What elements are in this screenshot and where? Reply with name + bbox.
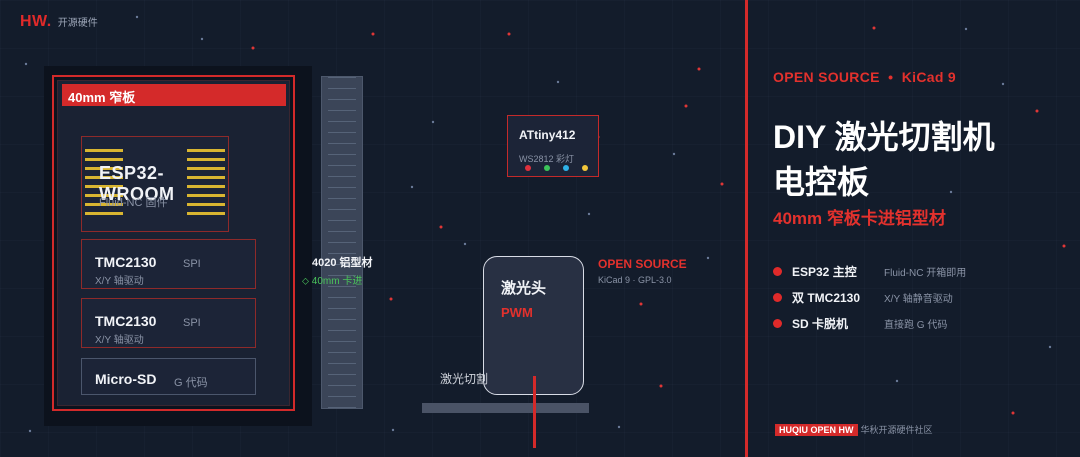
led-yellow (582, 165, 588, 171)
laser-beam (533, 376, 536, 448)
subheadline: 40mm 窄板卡进铝型材 (773, 209, 946, 228)
feature-name: ESP32 主控 (792, 265, 857, 279)
feature-name: 双 TMC2130 (792, 291, 861, 305)
rail-label: 4020 铝型材 (312, 257, 373, 269)
module-name: Micro-SD (95, 371, 157, 387)
esp32-firmware: Fluid-NC 固件 (99, 197, 168, 209)
board-outline (52, 75, 295, 411)
tmc2130-module-2: TMC2130 SPI X/Y 轴驱动 (81, 298, 256, 348)
feature-item: 双 TMC2130 X/Y 轴静音驱动 (773, 289, 953, 306)
attiny-name: ATtiny412 (519, 128, 576, 142)
module-tag: SPI (183, 317, 201, 329)
feature-item: ESP32 主控 Fluid-NC 开箱即用 (773, 263, 966, 280)
module-desc: X/Y 轴驱动 (95, 276, 144, 287)
laser-pwm-label: PWM (501, 305, 533, 320)
aluminum-rail (321, 76, 363, 409)
led-blue (563, 165, 569, 171)
led-red (525, 165, 531, 171)
bullet-icon (773, 267, 782, 276)
footer-tag: HUQIU OPEN HW (775, 423, 858, 436)
bullet-icon (773, 319, 782, 328)
license-label: KiCad 9 · GPL-3.0 (598, 275, 672, 285)
kicker: OPEN SOURCE • KiCad 9 (773, 69, 956, 85)
feature-desc: X/Y 轴静音驱动 (884, 294, 953, 305)
footer-text: 华秋开源硬件社区 (860, 425, 933, 435)
esp32-module: ESP32-WROOM Fluid-NC 固件 (81, 136, 229, 232)
esp32-pins-right (187, 149, 225, 221)
open-source-label: OPEN SOURCE (598, 257, 687, 271)
module-tag: G 代码 (174, 377, 208, 389)
logo-text: 开源硬件 (57, 18, 98, 29)
work-bed (422, 403, 589, 413)
footer-brand: HUQIU OPEN HW 华秋开源硬件社区 (775, 423, 933, 436)
module-name: TMC2130 (95, 313, 157, 329)
esp32-name: ESP32-WROOM (99, 163, 175, 204)
feature-desc: 直接跑 G 代码 (884, 320, 948, 331)
esp32-pins-left (85, 149, 123, 221)
attiny-module: ATtiny412 WS2812 彩灯 (507, 115, 599, 177)
brand-logo: HW. 开源硬件 (20, 13, 98, 31)
divider-line (745, 0, 748, 457)
tmc2130-module-1: TMC2130 SPI X/Y 轴驱动 (81, 239, 256, 289)
bullet-icon (773, 293, 782, 302)
laser-cut-label: 激光切割 (440, 372, 489, 386)
headline-line-1: DIY 激光切割机 (773, 119, 995, 155)
logo-mark: HW. (20, 13, 52, 30)
led-green (544, 165, 550, 171)
feature-name: SD 卡脱机 (792, 317, 849, 331)
rail-fit-note: ⬦ 40mm 卡进 (302, 276, 363, 287)
feature-item: SD 卡脱机 直接跑 G 代码 (773, 315, 947, 332)
module-name: TMC2130 (95, 254, 157, 270)
board-title: 40mm 窄板 (62, 84, 286, 106)
module-tag: SPI (183, 258, 201, 270)
attiny-desc: WS2812 彩灯 (519, 154, 575, 164)
micro-sd-module: Micro-SD G 代码 (81, 358, 256, 395)
headline-line-2: 电控板 (773, 164, 870, 200)
module-desc: X/Y 轴驱动 (95, 335, 144, 346)
laser-head: 激光头 PWM (483, 256, 584, 395)
rail-texture (328, 77, 356, 408)
feature-desc: Fluid-NC 开箱即用 (884, 268, 967, 279)
laser-head-name: 激光头 (501, 280, 547, 297)
